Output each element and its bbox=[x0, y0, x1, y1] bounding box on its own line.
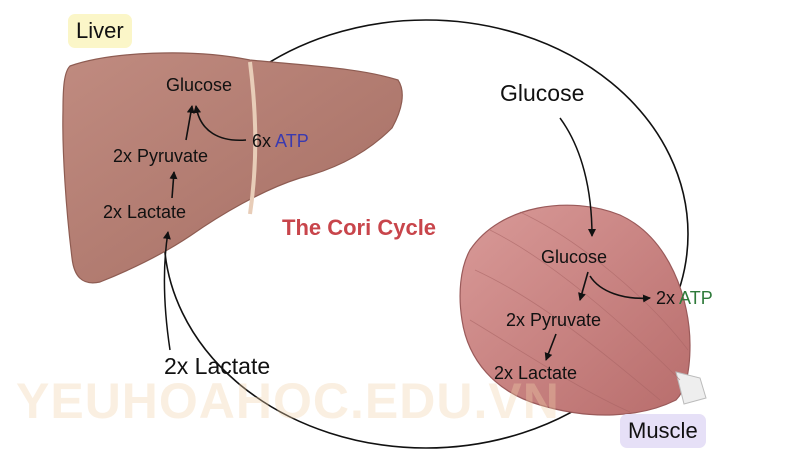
arrow-lactate-to-liver bbox=[162, 231, 171, 351]
muscle-atp-text: ATP bbox=[679, 288, 713, 308]
muscle-atp-count: 2x bbox=[656, 288, 676, 308]
muscle-pyruvate-label: 2x Pyruvate bbox=[506, 310, 602, 330]
tendon bbox=[675, 371, 707, 405]
arrow-muscle-glucose-to-pyruvate bbox=[578, 271, 589, 301]
liver-label: Liver bbox=[68, 14, 132, 48]
liver-atp-count: 6x bbox=[252, 131, 272, 151]
muscle-fibers bbox=[469, 211, 689, 413]
cycle-glucose-label: Glucose bbox=[500, 80, 585, 106]
muscle-label: Muscle bbox=[620, 414, 706, 448]
cycle-lactate-label: 2x Lactate bbox=[164, 353, 271, 379]
diagram-title: The Cori Cycle bbox=[282, 215, 437, 240]
arrow-glucose-to-muscle bbox=[559, 117, 596, 237]
arrow-liver-atp-input bbox=[193, 105, 247, 142]
liver-glucose-label: Glucose bbox=[166, 75, 233, 95]
muscle-glucose-label: Glucose bbox=[541, 247, 608, 267]
liver-ligament bbox=[248, 61, 258, 215]
liver-lactate-label: 2x Lactate bbox=[103, 202, 187, 222]
muscle-atp-label: 2x ATP bbox=[656, 288, 713, 309]
liver-atp-label: 6x ATP bbox=[252, 131, 309, 152]
arrow-liver-pyruvate-to-glucose bbox=[185, 105, 195, 141]
arrow-liver-lactate-to-pyruvate bbox=[169, 171, 178, 199]
arrow-muscle-atp-output bbox=[589, 275, 651, 303]
arrow-muscle-pyruvate-to-lactate bbox=[544, 333, 557, 361]
liver-image bbox=[62, 52, 403, 284]
muscle-image bbox=[459, 204, 691, 416]
liver-pyruvate-label: 2x Pyruvate bbox=[113, 146, 209, 166]
watermark: YEUHOAHOC.EDU.VN bbox=[16, 373, 560, 429]
muscle-lactate-label: 2x Lactate bbox=[494, 363, 578, 383]
liver-atp-text: ATP bbox=[275, 131, 309, 151]
